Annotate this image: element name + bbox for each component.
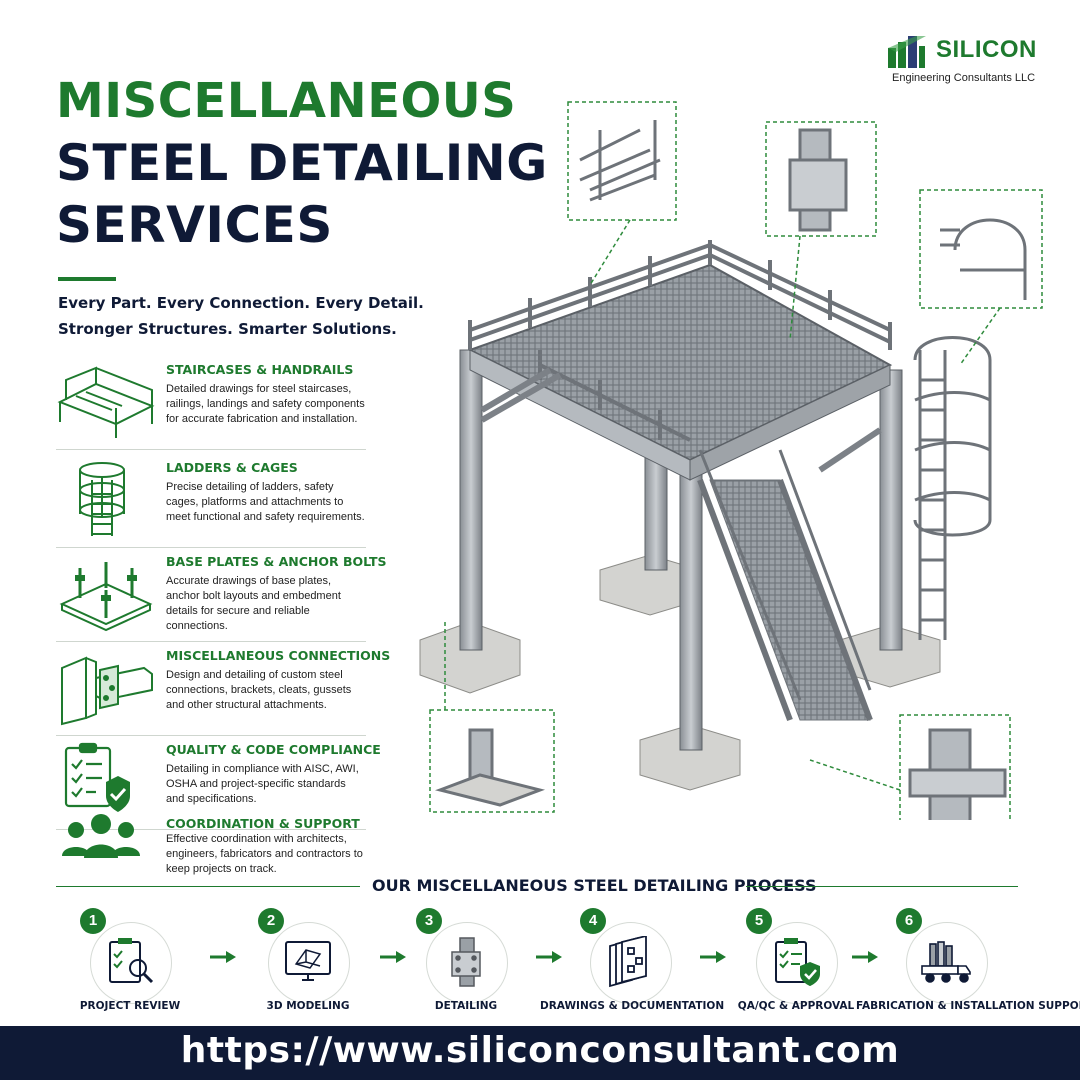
service-description: Design and detailing of custom steel con…	[166, 669, 352, 711]
staircase-icon	[57, 366, 155, 438]
service-title: QUALITY & CODE COMPLIANCE	[166, 742, 381, 757]
brand-logo: SILICON Engineering Consultants LLC	[886, 30, 1056, 90]
title-line-3: SERVICES	[56, 196, 333, 254]
divider	[56, 735, 366, 736]
process-step-4: 4 DRAWINGS & DOCUMENTATION	[540, 900, 724, 1020]
truck-icon	[921, 941, 971, 983]
connection-icon	[61, 656, 153, 726]
tagline-line-2: Stronger Structures. Smarter Solutions.	[58, 320, 397, 338]
step-label: QA/QC & APPROVAL	[737, 1000, 855, 1012]
arrow-icon	[700, 951, 726, 963]
step-number: 4	[580, 908, 606, 934]
clipboard-check-icon	[775, 938, 820, 986]
brand-name: SILICON	[936, 36, 1037, 63]
service-item-coordination: COORDINATION & SUPPORT Effective coordin…	[56, 806, 366, 886]
ladder-cage-icon	[79, 462, 125, 536]
brand-subtitle: Engineering Consultants LLC	[892, 72, 1036, 84]
step-number: 3	[416, 908, 442, 934]
service-description: Accurate drawings of base plates, anchor…	[166, 575, 341, 632]
service-title: BASE PLATES & ANCHOR BOLTS	[166, 554, 387, 569]
process-step-2: 2 3D MODELING	[238, 900, 378, 1020]
steel-column-icon	[451, 937, 481, 987]
clipboard-shield-icon	[64, 742, 130, 812]
process-step-5: 5 QA/QC & APPROVAL	[726, 900, 866, 1020]
tagline-line-1: Every Part. Every Connection. Every Deta…	[58, 294, 424, 312]
process-divider-right	[746, 886, 1018, 887]
divider	[56, 641, 366, 642]
step-circle	[756, 922, 838, 1004]
arrow-icon	[536, 951, 562, 963]
arrow-icon	[210, 951, 236, 963]
divider	[56, 829, 366, 830]
service-description: Detailed drawings for steel staircases, …	[166, 383, 365, 425]
step-label: PROJECT REVIEW	[79, 1000, 181, 1012]
step-label: FABRICATION & INSTALLATION SUPPORT	[856, 1000, 1080, 1012]
service-description: Precise detailing of ladders, safety cag…	[166, 481, 365, 523]
service-item-base-plates: BASE PLATES & ANCHOR BOLTS Accurate draw…	[56, 548, 387, 642]
step-label: DRAWINGS & DOCUMENTATION	[540, 1000, 725, 1012]
process-divider-left	[56, 886, 360, 887]
process-step-3: 3 DETAILING	[396, 900, 536, 1020]
team-icon	[62, 814, 140, 858]
service-description: Detailing in compliance with AISC, AWI, …	[166, 763, 359, 805]
service-item-ladders: LADDERS & CAGES Precise detailing of lad…	[56, 454, 366, 548]
service-item-staircases: STAIRCASES & HANDRAILS Detailed drawings…	[56, 356, 366, 450]
divider	[56, 547, 366, 548]
service-description: Effective coordination with architects, …	[166, 833, 363, 875]
title-line-2: STEEL DETAILING	[56, 134, 548, 192]
step-number: 2	[258, 908, 284, 934]
title-divider	[58, 277, 116, 281]
process-step-1: 1 PROJECT REVIEW	[60, 900, 200, 1020]
tagline: Every Part. Every Connection. Every Deta…	[58, 290, 424, 342]
step-label: 3D MODELING	[266, 1000, 350, 1012]
step-number: 5	[746, 908, 772, 934]
footer-banner: https://www.siliconconsultant.com	[0, 1026, 1080, 1080]
service-item-quality: QUALITY & CODE COMPLIANCE Detailing in c…	[56, 736, 381, 830]
step-number: 6	[896, 908, 922, 934]
page-title: MISCELLANEOUS STEEL DETAILING SERVICES	[56, 70, 548, 256]
website-link[interactable]: https://www.siliconconsultant.com	[180, 1030, 900, 1071]
service-title: MISCELLANEOUS CONNECTIONS	[166, 648, 391, 663]
arrow-icon	[852, 951, 878, 963]
base-plate-icon	[59, 562, 153, 632]
step-circle	[90, 922, 172, 1004]
service-title: COORDINATION & SUPPORT	[166, 816, 360, 831]
title-line-1: MISCELLANEOUS	[56, 73, 517, 129]
steel-platform-illustration	[419, 101, 1043, 820]
step-label: DETAILING	[434, 1000, 498, 1012]
silicon-logo-icon	[888, 36, 926, 68]
process-step-6: 6 FABRICATION & INSTALLATION SUPPORT	[856, 900, 1080, 1020]
monitor-model-icon	[285, 941, 331, 981]
service-title: LADDERS & CAGES	[166, 460, 298, 475]
step-number: 1	[80, 908, 106, 934]
arrow-icon	[380, 951, 406, 963]
service-item-connections: MISCELLANEOUS CONNECTIONS Design and det…	[56, 642, 390, 736]
service-title: STAIRCASES & HANDRAILS	[166, 362, 354, 377]
clipboard-search-icon	[109, 938, 154, 984]
process-title: OUR MISCELLANEOUS STEEL DETAILING PROCES…	[372, 876, 817, 895]
divider	[56, 449, 366, 450]
drawing-sheets-icon	[609, 936, 647, 988]
